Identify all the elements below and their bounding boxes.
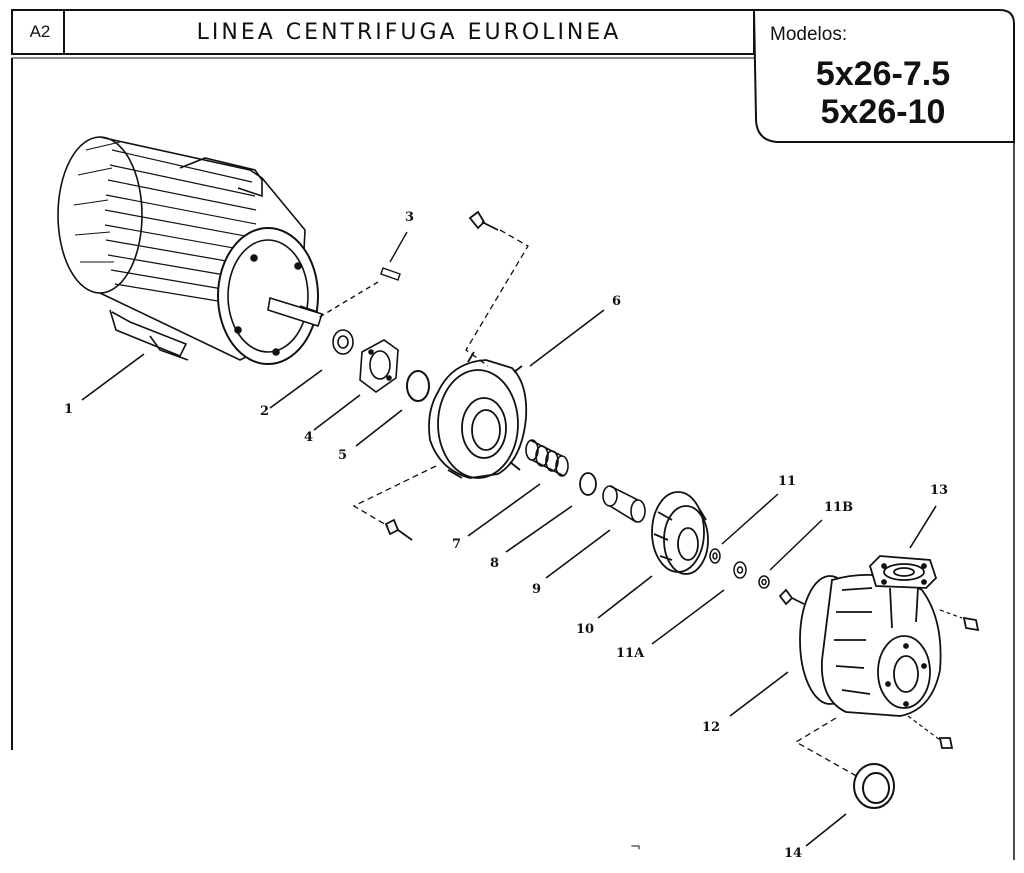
- key-drawing: [317, 231, 408, 319]
- seal-ring-drawing: [805, 763, 895, 847]
- callout-6: 6: [612, 294, 622, 309]
- callout-4: 4: [304, 430, 314, 445]
- model-number-2: 5x26-10: [820, 93, 946, 131]
- callout-1: 1: [64, 402, 74, 417]
- sleeve-drawing: [545, 485, 646, 579]
- callout-7: 7: [452, 537, 462, 552]
- section-code: A2: [29, 22, 51, 41]
- footer-mark: ¬: [630, 840, 641, 855]
- impeller-washers-drawing: [651, 493, 823, 645]
- callout-8: 8: [490, 556, 500, 571]
- callout-3: 3: [405, 210, 415, 225]
- callout-10: 10: [576, 622, 595, 637]
- model-number-1: 5x26-7.5: [815, 55, 951, 93]
- flange-drawing: [313, 339, 399, 431]
- pump-casing-drawing: [729, 505, 980, 779]
- models-label: Modelos:: [770, 24, 848, 45]
- page-title: LINEA CENTRIFUGA EUROLINEA: [196, 19, 622, 45]
- ring-drawing: [505, 472, 597, 553]
- callout-12: 12: [702, 720, 721, 735]
- callout-2: 2: [260, 404, 270, 419]
- callout-5: 5: [338, 448, 348, 463]
- callout-9: 9: [532, 582, 542, 597]
- callout-14: 14: [784, 846, 803, 861]
- motor-drawing: [57, 136, 324, 365]
- callout-11a: 11A: [616, 646, 645, 661]
- callout-11: 11: [778, 474, 797, 489]
- adapter-drawing: [352, 210, 605, 541]
- spring-drawing: [467, 439, 569, 537]
- o-ring-drawing: [355, 370, 430, 447]
- callout-13: 13: [930, 483, 949, 498]
- impeller-drawing: [597, 491, 709, 619]
- callout-11b: 11B: [824, 500, 854, 515]
- washer-drawing: [269, 329, 354, 409]
